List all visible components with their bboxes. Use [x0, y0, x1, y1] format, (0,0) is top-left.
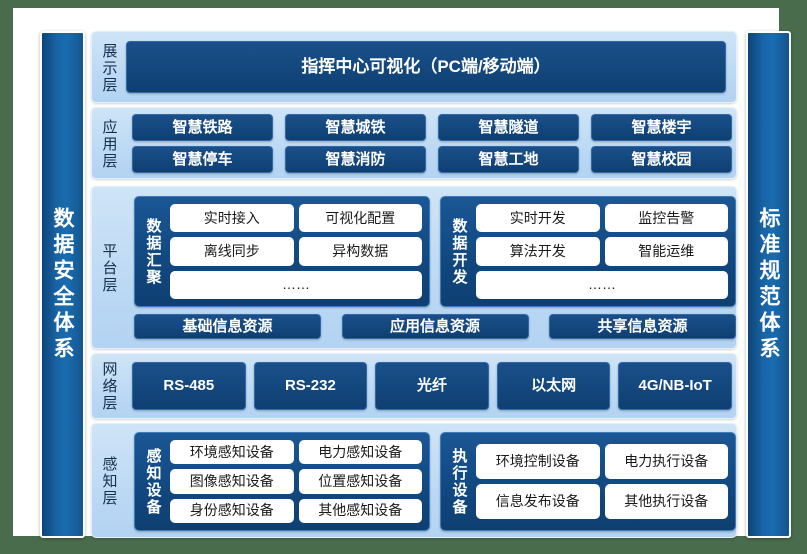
platform-cell-aggregation-more[interactable]: ……	[170, 270, 422, 299]
platform-cell-intelligent-ops[interactable]: 智能运维	[604, 237, 728, 266]
application-items-grid: 智慧铁路 智慧城铁 智慧隧道 智慧楼宇 智慧停车 智慧消防 智慧工地 智慧校园	[132, 114, 732, 174]
pillar-left-label: 数据安全体系	[51, 206, 74, 363]
perception-cell-info-release[interactable]: 信息发布设备	[476, 484, 600, 519]
perception-cell-environment-control[interactable]: 环境控制设备	[476, 444, 600, 479]
network-items-row: RS-485 RS-232 光纤 以太网 4G/NB-IoT	[132, 362, 732, 410]
platform-cell-realtime-dev[interactable]: 实时开发	[476, 204, 600, 233]
platform-cell-algorithm-dev[interactable]: 算法开发	[476, 237, 600, 266]
layer-application: 应用层 智慧铁路 智慧城铁 智慧隧道 智慧楼宇 智慧停车 智慧消防 智慧工地 智…	[91, 107, 737, 179]
diagram-canvas: 数据安全体系 标准规范体系 展示层 指挥中心可视化（PC端/移动端） 应用层 智…	[13, 8, 791, 538]
app-item-smart-tunnel[interactable]: 智慧隧道	[438, 114, 579, 141]
perception-group-actuator-devices: 执行设备 环境控制设备 电力执行设备 信息发布设备 其他执行设备	[440, 432, 736, 531]
network-item-ethernet[interactable]: 以太网	[496, 362, 611, 410]
platform-group-data-development: 数据开发 实时开发 监控告警 算法开发 智能运维 ……	[440, 196, 736, 307]
perception-cell-other-sensor[interactable]: 其他感知设备	[298, 498, 422, 523]
platform-group-data-development-label: 数据开发	[450, 217, 468, 286]
layer-network: 网络层 RS-485 RS-232 光纤 以太网 4G/NB-IoT	[91, 353, 737, 419]
app-item-smart-city-rail[interactable]: 智慧城铁	[285, 114, 426, 141]
perception-cell-environment-sensor[interactable]: 环境感知设备	[170, 440, 294, 465]
platform-resources-row: 基础信息资源 应用信息资源 共享信息资源	[134, 314, 736, 339]
pillar-data-security: 数据安全体系	[40, 31, 85, 538]
platform-cell-development-more[interactable]: ……	[476, 270, 728, 299]
perception-group-sensing-devices-label: 感知设备	[144, 447, 162, 516]
app-item-smart-building[interactable]: 智慧楼宇	[591, 114, 732, 141]
perception-group-actuator-devices-label: 执行设备	[450, 447, 468, 516]
layer-application-label: 应用层	[100, 118, 118, 170]
layer-perception: 感知层 感知设备 环境感知设备 电力感知设备 图像感知设备 位置感知设备 身份感…	[91, 423, 737, 538]
platform-group-data-aggregation-label: 数据汇聚	[144, 217, 162, 286]
pillar-right-label: 标准规范体系	[757, 206, 780, 363]
app-item-smart-construction[interactable]: 智慧工地	[438, 146, 579, 173]
app-item-smart-railway[interactable]: 智慧铁路	[132, 114, 273, 141]
layer-platform-label: 平台层	[100, 242, 118, 294]
platform-cell-visual-config[interactable]: 可视化配置	[298, 204, 422, 233]
platform-resource-basic[interactable]: 基础信息资源	[134, 314, 321, 339]
platform-cell-heterogeneous-data[interactable]: 异构数据	[298, 237, 422, 266]
platform-resource-shared[interactable]: 共享信息资源	[549, 314, 736, 339]
app-item-smart-firefighting[interactable]: 智慧消防	[285, 146, 426, 173]
layer-network-label: 网络层	[100, 360, 118, 412]
platform-group-data-aggregation: 数据汇聚 实时接入 可视化配置 离线同步 异构数据 ……	[134, 196, 430, 307]
network-item-fiber[interactable]: 光纤	[375, 362, 489, 410]
app-item-smart-campus[interactable]: 智慧校园	[591, 146, 732, 173]
display-command-center-box[interactable]: 指挥中心可视化（PC端/移动端）	[126, 41, 726, 93]
perception-sensing-cells: 环境感知设备 电力感知设备 图像感知设备 位置感知设备 身份感知设备 其他感知设…	[166, 433, 429, 530]
network-item-rs232[interactable]: RS-232	[253, 362, 368, 410]
perception-cell-power-sensor[interactable]: 电力感知设备	[298, 440, 422, 465]
platform-cell-realtime-ingest[interactable]: 实时接入	[170, 204, 294, 233]
layer-display-label: 展示层	[100, 42, 118, 94]
layer-platform: 平台层 数据汇聚 实时接入 可视化配置 离线同步 异构数据 …… 数据开发 实时…	[91, 186, 737, 349]
pillar-standards: 标准规范体系	[746, 31, 791, 538]
platform-aggregation-cells: 实时接入 可视化配置 离线同步 异构数据 ……	[166, 197, 429, 306]
platform-cell-offline-sync[interactable]: 离线同步	[170, 237, 294, 266]
perception-actuator-cells: 环境控制设备 电力执行设备 信息发布设备 其他执行设备	[472, 433, 735, 530]
perception-group-sensing-devices: 感知设备 环境感知设备 电力感知设备 图像感知设备 位置感知设备 身份感知设备 …	[134, 432, 430, 531]
layer-perception-label: 感知层	[100, 455, 118, 507]
perception-cell-image-sensor[interactable]: 图像感知设备	[170, 469, 294, 494]
perception-cell-location-sensor[interactable]: 位置感知设备	[298, 469, 422, 494]
platform-cell-monitor-alarm[interactable]: 监控告警	[604, 204, 728, 233]
perception-cell-other-actuator[interactable]: 其他执行设备	[604, 484, 728, 519]
platform-development-cells: 实时开发 监控告警 算法开发 智能运维 ……	[472, 197, 735, 306]
platform-resource-application[interactable]: 应用信息资源	[341, 314, 529, 339]
network-item-4g-nbiot[interactable]: 4G/NB-IoT	[618, 362, 732, 410]
network-item-rs485[interactable]: RS-485	[132, 362, 246, 410]
perception-cell-power-actuator[interactable]: 电力执行设备	[604, 444, 728, 479]
app-item-smart-parking[interactable]: 智慧停车	[132, 146, 273, 173]
layer-display: 展示层 指挥中心可视化（PC端/移动端）	[91, 31, 737, 103]
perception-cell-identity-sensor[interactable]: 身份感知设备	[170, 498, 294, 523]
